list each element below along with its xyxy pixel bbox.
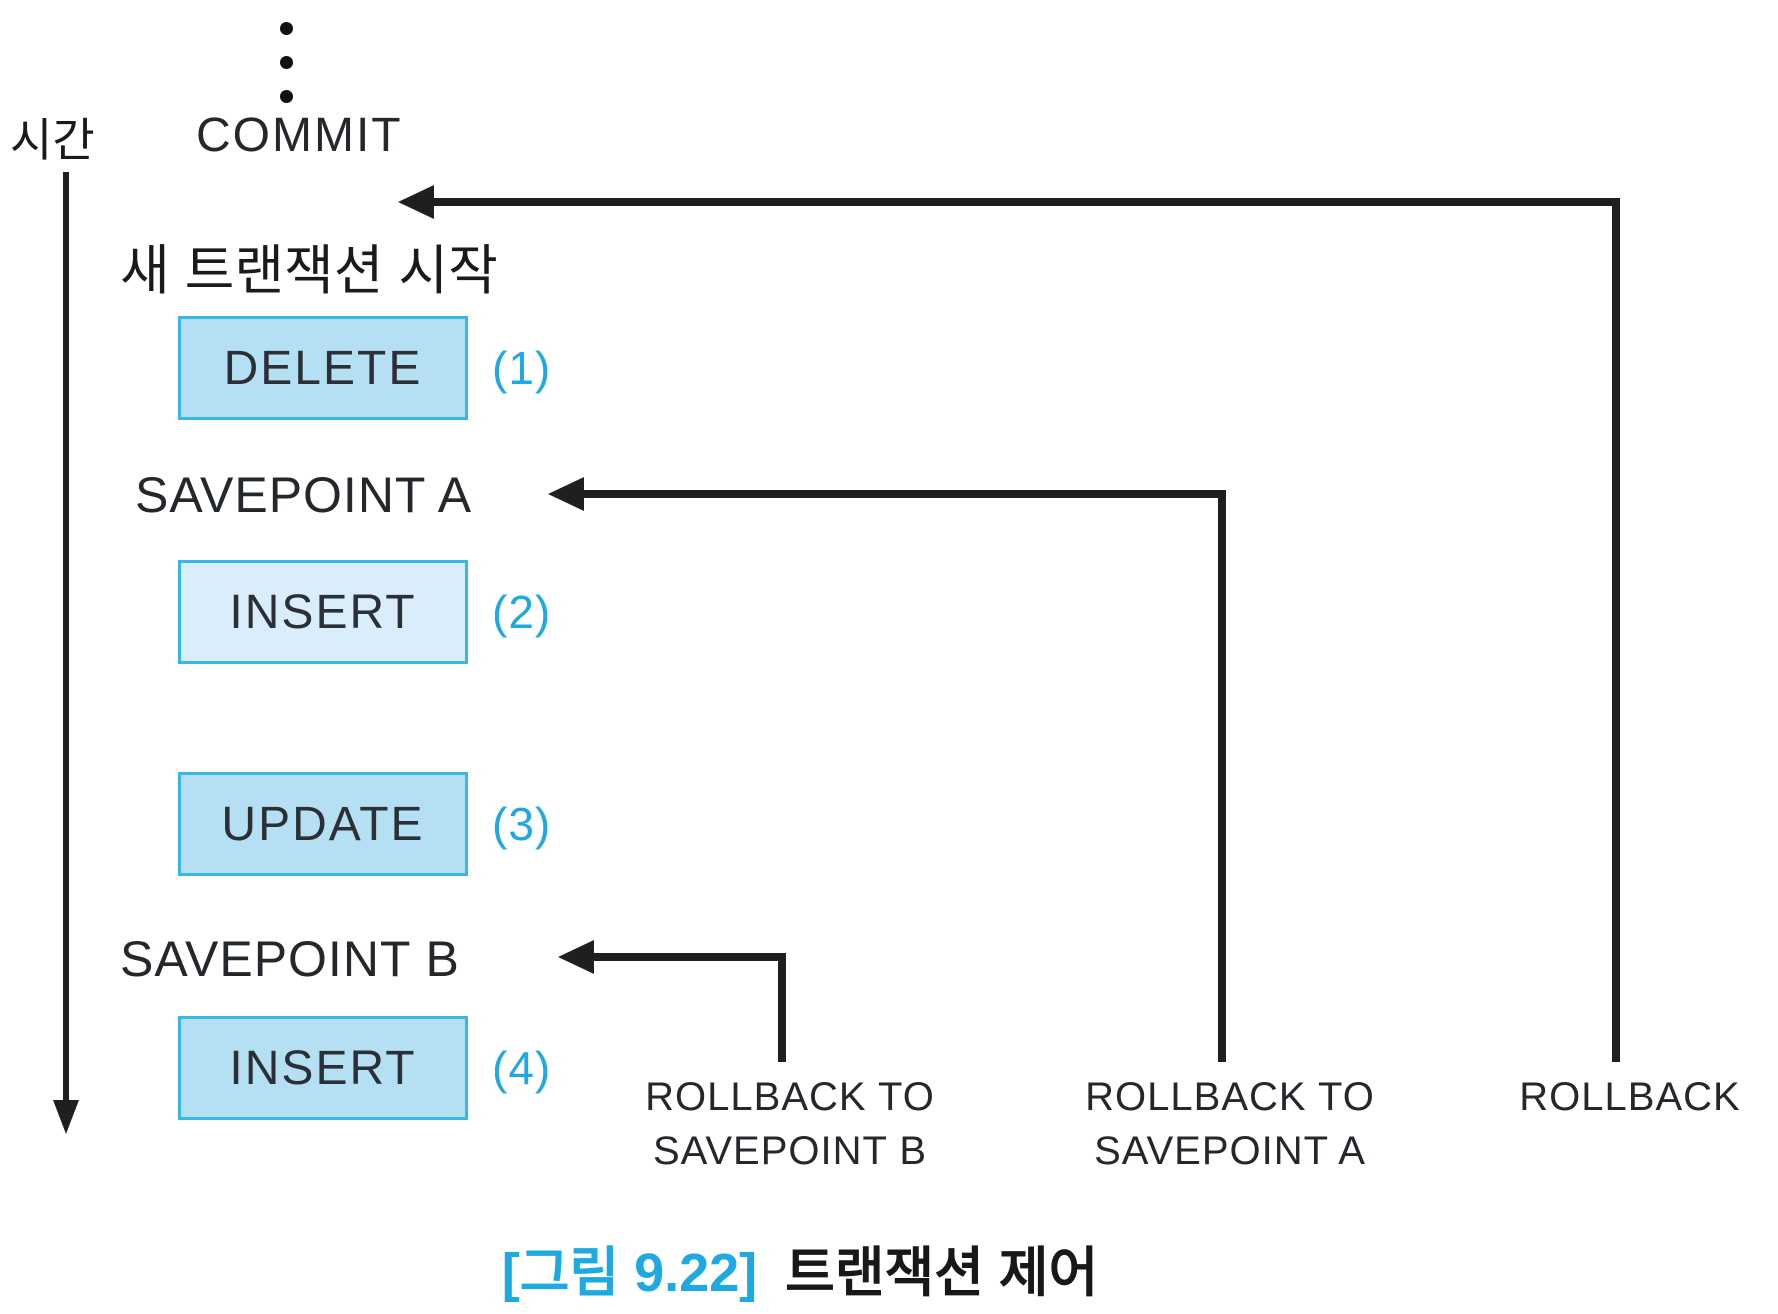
rollback-arrow-line <box>1612 198 1620 1062</box>
statement-box-insert-4: INSERT <box>178 1016 468 1120</box>
rollback-label-line: SAVEPOINT B <box>652 1129 928 1173</box>
time-axis-label: 시간 <box>10 114 95 166</box>
figure-caption-number: [그림 9.22] <box>501 1243 758 1303</box>
figure-caption: [그림 9.22] 트랜잭션 제어 <box>0 1228 1600 1307</box>
rollback-label-line: ROLLBACK <box>1519 1075 1741 1119</box>
rollback-to-b-arrow-line <box>778 953 786 1062</box>
rollback-to-a-arrow-line <box>1218 490 1226 1062</box>
savepoint-b-label: SAVEPOINT B <box>120 931 460 987</box>
commit-label: COMMIT <box>196 109 403 162</box>
rollback-label-line: ROLLBACK TO <box>645 1075 935 1119</box>
rollback-to-b-arrowhead-icon <box>558 940 594 974</box>
rollback-label-line: SAVEPOINT A <box>1094 1129 1366 1173</box>
new-transaction-label: 새 트랜잭션 시작 <box>120 241 498 301</box>
ellipsis-dot <box>280 56 293 69</box>
statement-number: (4) <box>492 1042 552 1094</box>
statement-number: (3) <box>492 798 552 850</box>
rollback-to-b-arrow-line <box>590 953 786 961</box>
time-axis-line <box>63 172 69 1104</box>
statement-box-delete: DELETE <box>178 316 468 420</box>
rollback-arrowhead-icon <box>398 185 434 219</box>
savepoint-a-label: SAVEPOINT A <box>135 467 473 523</box>
figure-caption-title: 트랜잭션 제어 <box>785 1243 1099 1303</box>
rollback-to-a-arrow-line <box>580 490 1226 498</box>
rollback-to-a-arrowhead-icon <box>548 477 584 511</box>
rollback-label-line: ROLLBACK TO <box>1085 1075 1375 1119</box>
statement-number: (1) <box>492 342 552 394</box>
rollback-label: ROLLBACK <box>1420 1070 1778 1124</box>
time-axis-arrowhead-icon <box>53 1100 79 1134</box>
rollback-to-savepoint-a-label: ROLLBACK TO SAVEPOINT A <box>1020 1070 1440 1178</box>
ellipsis-dot <box>280 90 293 103</box>
rollback-arrow-line <box>430 198 1620 206</box>
statement-box-update: UPDATE <box>178 772 468 876</box>
statement-number: (2) <box>492 586 552 638</box>
statement-box-insert-2: INSERT <box>178 560 468 664</box>
ellipsis-dot <box>280 22 293 35</box>
rollback-to-savepoint-b-label: ROLLBACK TO SAVEPOINT B <box>580 1070 1000 1178</box>
